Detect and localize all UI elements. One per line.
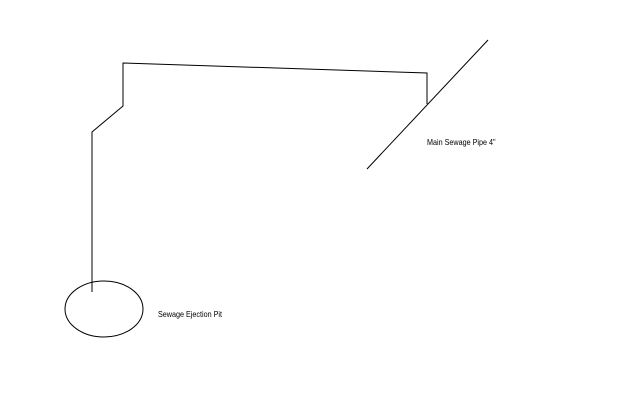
sewage-ejection-pit-label: Sewage Ejection Pit	[158, 310, 223, 319]
main-sewage-pipe-label: Main Sewage Pipe 4"	[427, 138, 496, 147]
main-sewage-pipe	[366, 39, 489, 170]
connecting-pipe	[91, 62, 428, 292]
sewage-ejection-pit-shape	[64, 280, 144, 338]
